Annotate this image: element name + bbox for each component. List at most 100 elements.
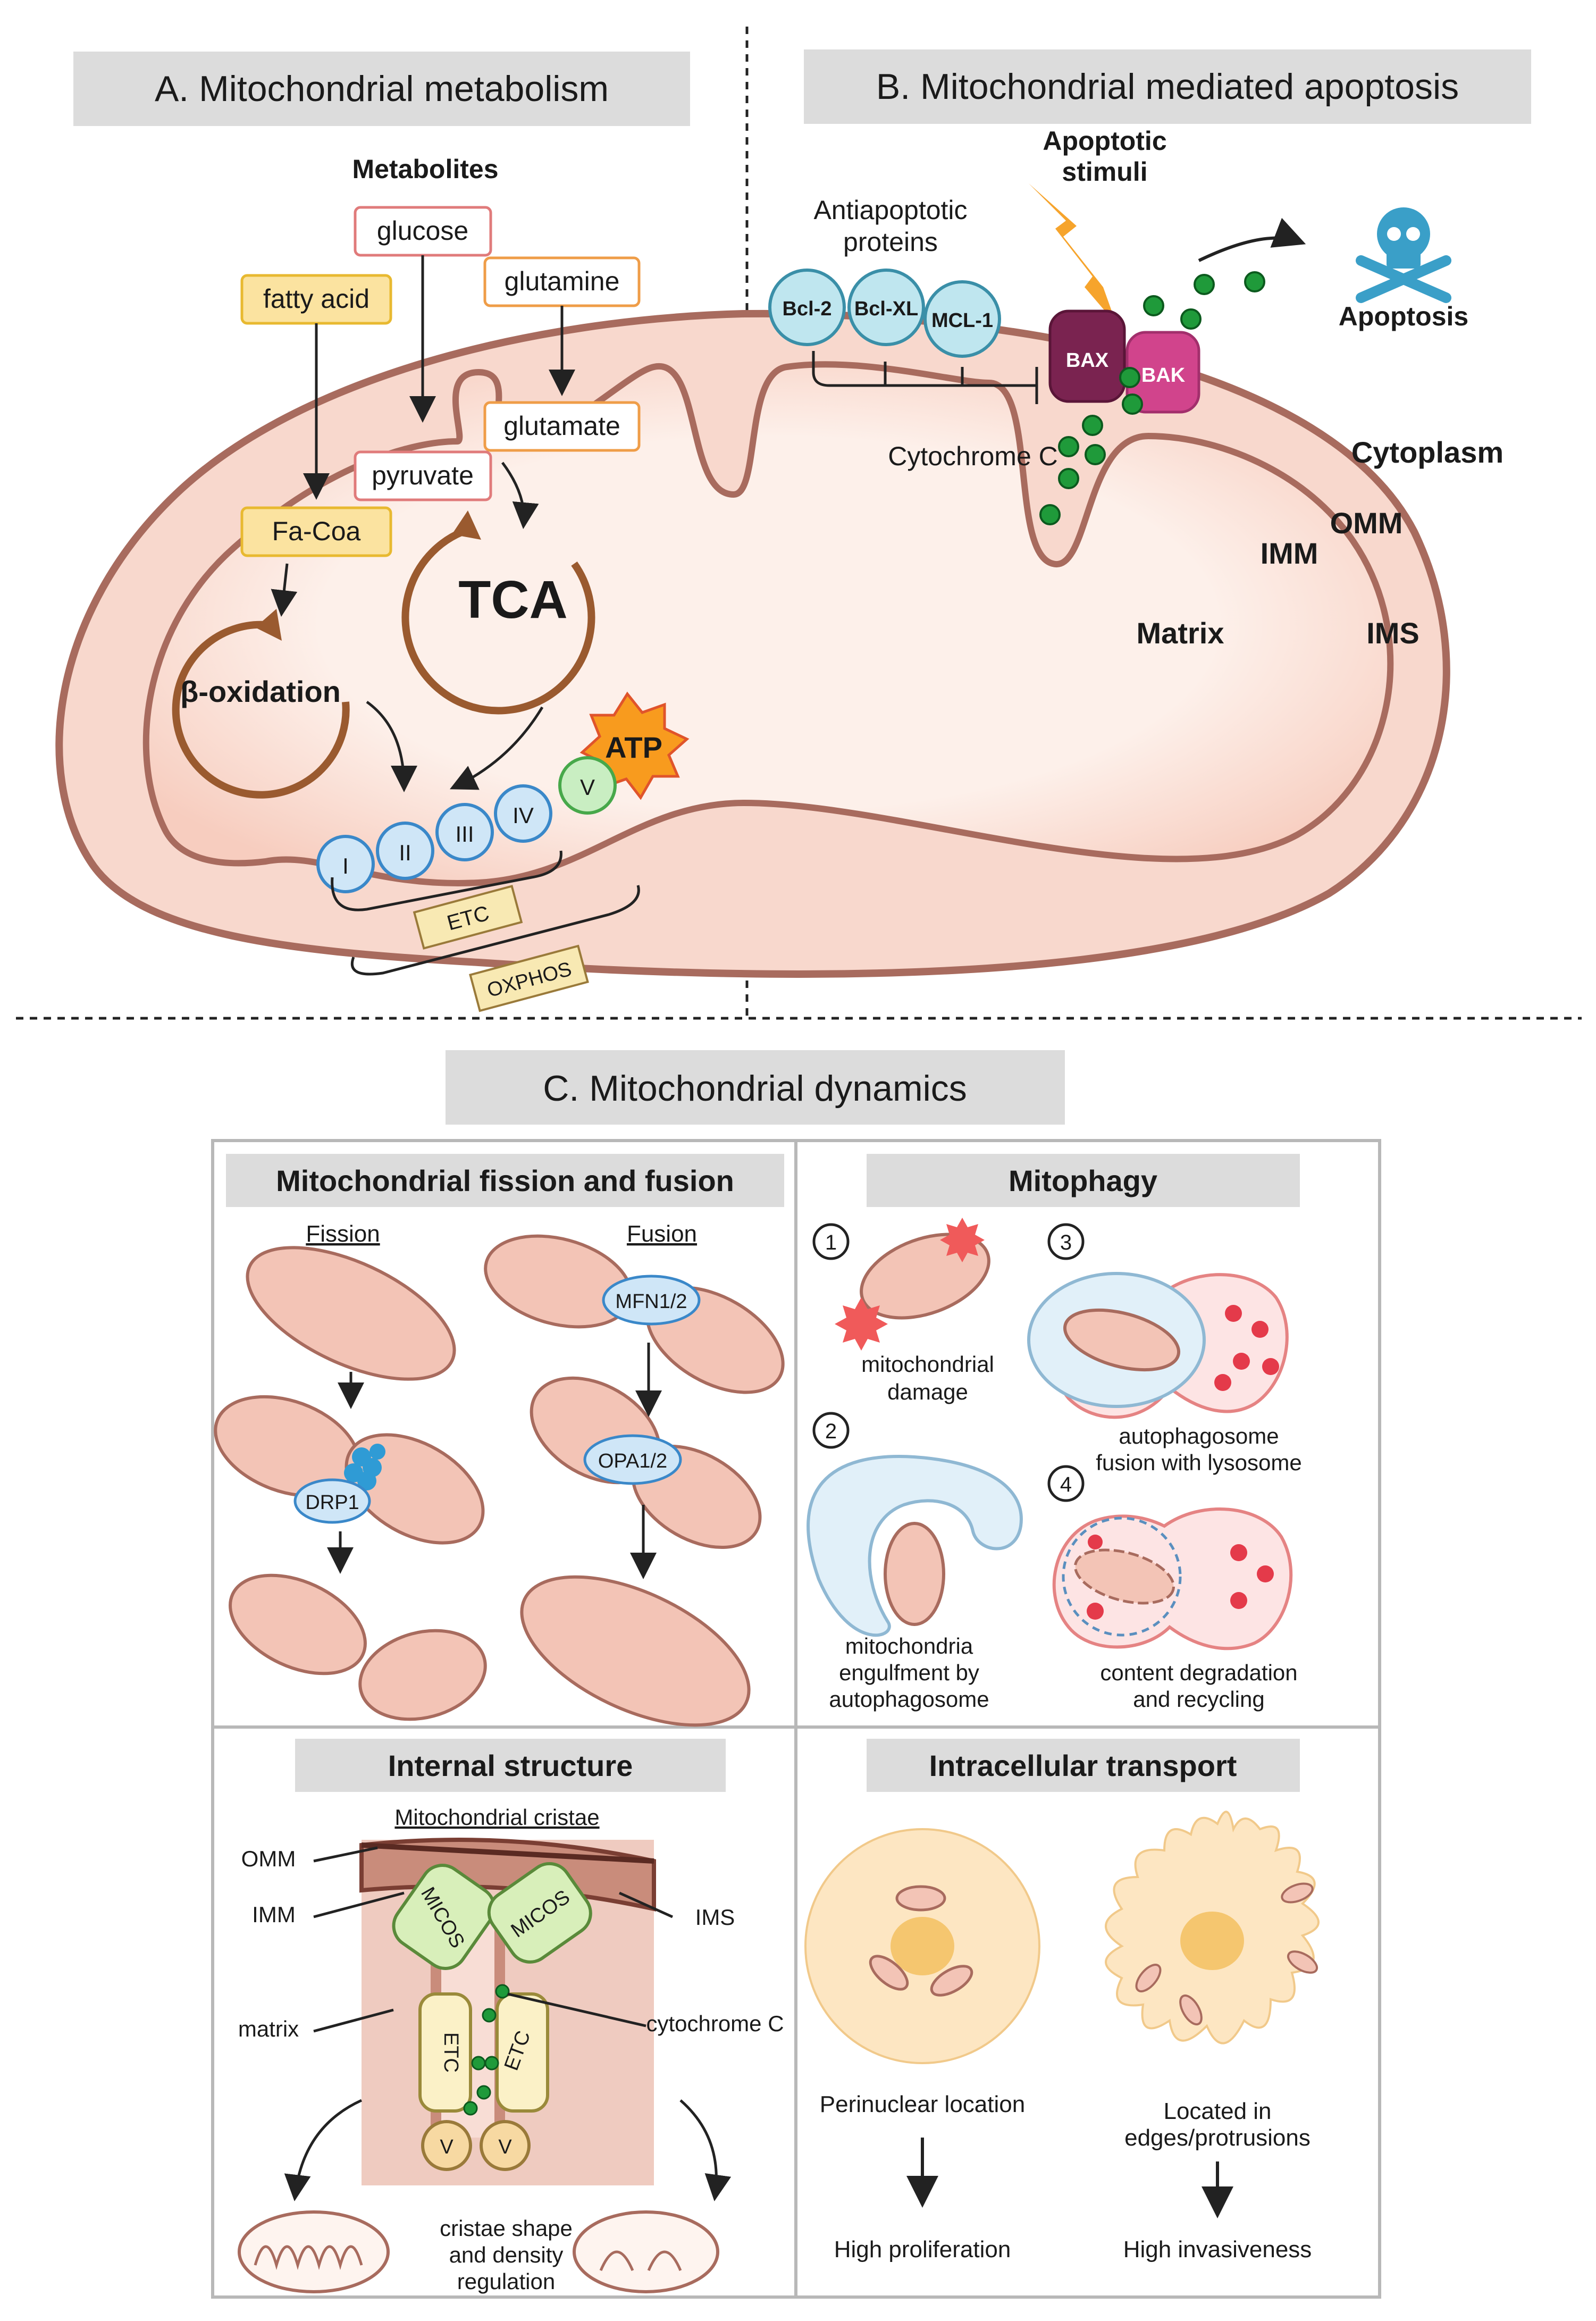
apoptosis-arrow (1198, 217, 1306, 262)
svg-text:1: 1 (825, 1231, 837, 1254)
panel-a-title-box (73, 52, 690, 126)
svg-text:autophagosome: autophagosome (1119, 1423, 1279, 1448)
bak-label: BAK (1141, 364, 1186, 387)
svg-text:2: 2 (825, 1420, 837, 1443)
micos-right: MICOS (487, 1862, 592, 1964)
bax-label: BAX (1066, 349, 1109, 372)
inhibition-bracket (812, 351, 1038, 404)
cytochrome-c-label-c: cytochrome C (646, 2011, 784, 2036)
mcl1-label: MCL-1 (931, 309, 993, 332)
mitophagy-title-box (867, 1154, 1300, 1207)
antiapoptotic-line1: Antiapoptotic (813, 195, 967, 225)
panel-b-title-box (804, 49, 1531, 124)
metabolite-glutamine: glutamine (483, 256, 641, 307)
svg-text:4: 4 (1060, 1473, 1072, 1496)
atp-label: ATP (605, 731, 662, 764)
cristae-small-mito-right (573, 2210, 719, 2293)
etc-label-box: ETC (413, 885, 523, 950)
imm-label-c: IMM (252, 1902, 296, 1927)
fission-arrows (327, 1372, 364, 1574)
svg-text:pyruvate: pyruvate (372, 460, 474, 490)
transport-title-box (867, 1739, 1300, 1792)
cristae-diagram: MICOS MICOS ETC ETC V V (359, 1838, 656, 2185)
metabolite-fa-coa: Fa-Coa (240, 506, 392, 557)
regulation-line2: and density (449, 2242, 564, 2267)
apoptotic-stimuli-line2: stimuli (1062, 157, 1147, 187)
metabolite-fatty-acid: fatty acid (240, 274, 392, 325)
matrix-label: Matrix (1137, 616, 1224, 650)
svg-text:mitochondria: mitochondria (845, 1633, 973, 1658)
big-mitochondrion (55, 309, 1450, 978)
regulation-line1: cristae shape (440, 2216, 573, 2241)
bclxl-label: Bcl-XL (854, 298, 918, 320)
pointer-lines (284, 1846, 732, 2201)
bax-bak-pore: BAX BAK (1048, 309, 1200, 414)
complex-v-left: V (421, 2120, 472, 2171)
svg-text:damage: damage (887, 1379, 968, 1404)
svg-text:II: II (399, 840, 411, 865)
metabolite-glucose: glucose (354, 206, 492, 257)
proliferation-label: High proliferation (834, 2236, 1011, 2263)
svg-text:autophagosome: autophagosome (829, 1687, 989, 1712)
mitophagy-title: Mitophagy (1009, 1164, 1157, 1197)
metabolism-arrows (271, 255, 575, 792)
svg-text:IV: IV (513, 803, 534, 828)
svg-text:glutamine: glutamine (505, 266, 620, 296)
cytochrome-c-label: Cytochrome C (888, 441, 1058, 471)
omm-label: OMM (1330, 506, 1403, 540)
mitophagy-step-1: 1 mitochondrial damage (812, 1218, 994, 1404)
svg-text:V: V (580, 775, 595, 800)
invasive-cell (1105, 1811, 1320, 2045)
svg-text:OPA1/2: OPA1/2 (598, 1450, 667, 1472)
svg-text:III: III (455, 822, 474, 847)
etc-left: ETC (418, 1992, 472, 2113)
internal-structure-title: Internal structure (388, 1749, 633, 1782)
fusion-label: Fusion (627, 1221, 697, 1247)
fission-fusion-title: Mitochondrial fission and fusion (276, 1164, 734, 1197)
panel-a-title: A. Mitochondrial metabolism (155, 69, 609, 109)
micos-left: MICOS (392, 1864, 496, 1970)
svg-text:Fa-Coa: Fa-Coa (272, 516, 361, 546)
regulation-line3: regulation (457, 2269, 555, 2294)
omm-label-c: OMM (241, 1846, 296, 1871)
fission-fusion-title-box (226, 1154, 784, 1207)
metabolite-glutamate: glutamate (483, 401, 641, 452)
cristae-subtitle: Mitochondrial cristae (394, 1805, 599, 1830)
svg-text:mitochondrial: mitochondrial (861, 1352, 994, 1377)
etc-bracket (331, 850, 640, 976)
mitophagy-step-2: 2 mitochondria engulfment by autophagoso… (807, 1412, 1023, 1712)
perinuclear-label: Perinuclear location (820, 2091, 1025, 2117)
svg-text:ETC: ETC (440, 2032, 462, 2073)
mfn-badge: MFN1/2 (602, 1275, 701, 1326)
invasiveness-label: High invasiveness (1123, 2236, 1312, 2263)
imm-label: IMM (1261, 537, 1318, 570)
panel-b-title: B. Mitochondrial mediated apoptosis (876, 66, 1459, 107)
tca-cycle: TCA (401, 510, 595, 715)
located-in-line1: Located in (1163, 2098, 1271, 2124)
apoptosis-label: Apoptosis (1339, 301, 1468, 331)
located-in-line2: edges/protrusions (1124, 2125, 1311, 2151)
drp1-ring (344, 1444, 385, 1490)
skull-icon (1356, 207, 1451, 303)
tca-label: TCA (458, 570, 568, 630)
svg-text:engulfment by: engulfment by (839, 1660, 979, 1685)
beta-oxidation-cycle: β-oxidation (172, 609, 350, 799)
apoptotic-stimuli-line1: Apoptotic (1043, 126, 1166, 156)
svg-text:glutamate: glutamate (503, 411, 620, 441)
svg-text:3: 3 (1060, 1231, 1072, 1254)
fusion-mitochondria (484, 1234, 785, 1727)
antiapoptotic-line2: proteins (843, 227, 938, 257)
perinuclear-cell (804, 1828, 1040, 2064)
bcl2-label: Bcl-2 (783, 298, 832, 320)
mitophagy-step-3: 3 autophagosome fusion with lysosome (1027, 1223, 1302, 1475)
lightning-icon (1029, 183, 1116, 324)
svg-text:glucose: glucose (377, 216, 468, 246)
antiapoptotic-proteins: Bcl-2 Bcl-XL MCL-1 (768, 269, 1001, 358)
svg-text:V: V (440, 2136, 453, 2158)
panel-c-title-box (446, 1050, 1065, 1125)
drp1-badge: DRP1 (293, 1478, 371, 1524)
panel-c-title: C. Mitochondrial dynamics (543, 1068, 967, 1109)
fission-label: Fission (306, 1221, 380, 1247)
cristae-small-mito-left (238, 2210, 390, 2293)
